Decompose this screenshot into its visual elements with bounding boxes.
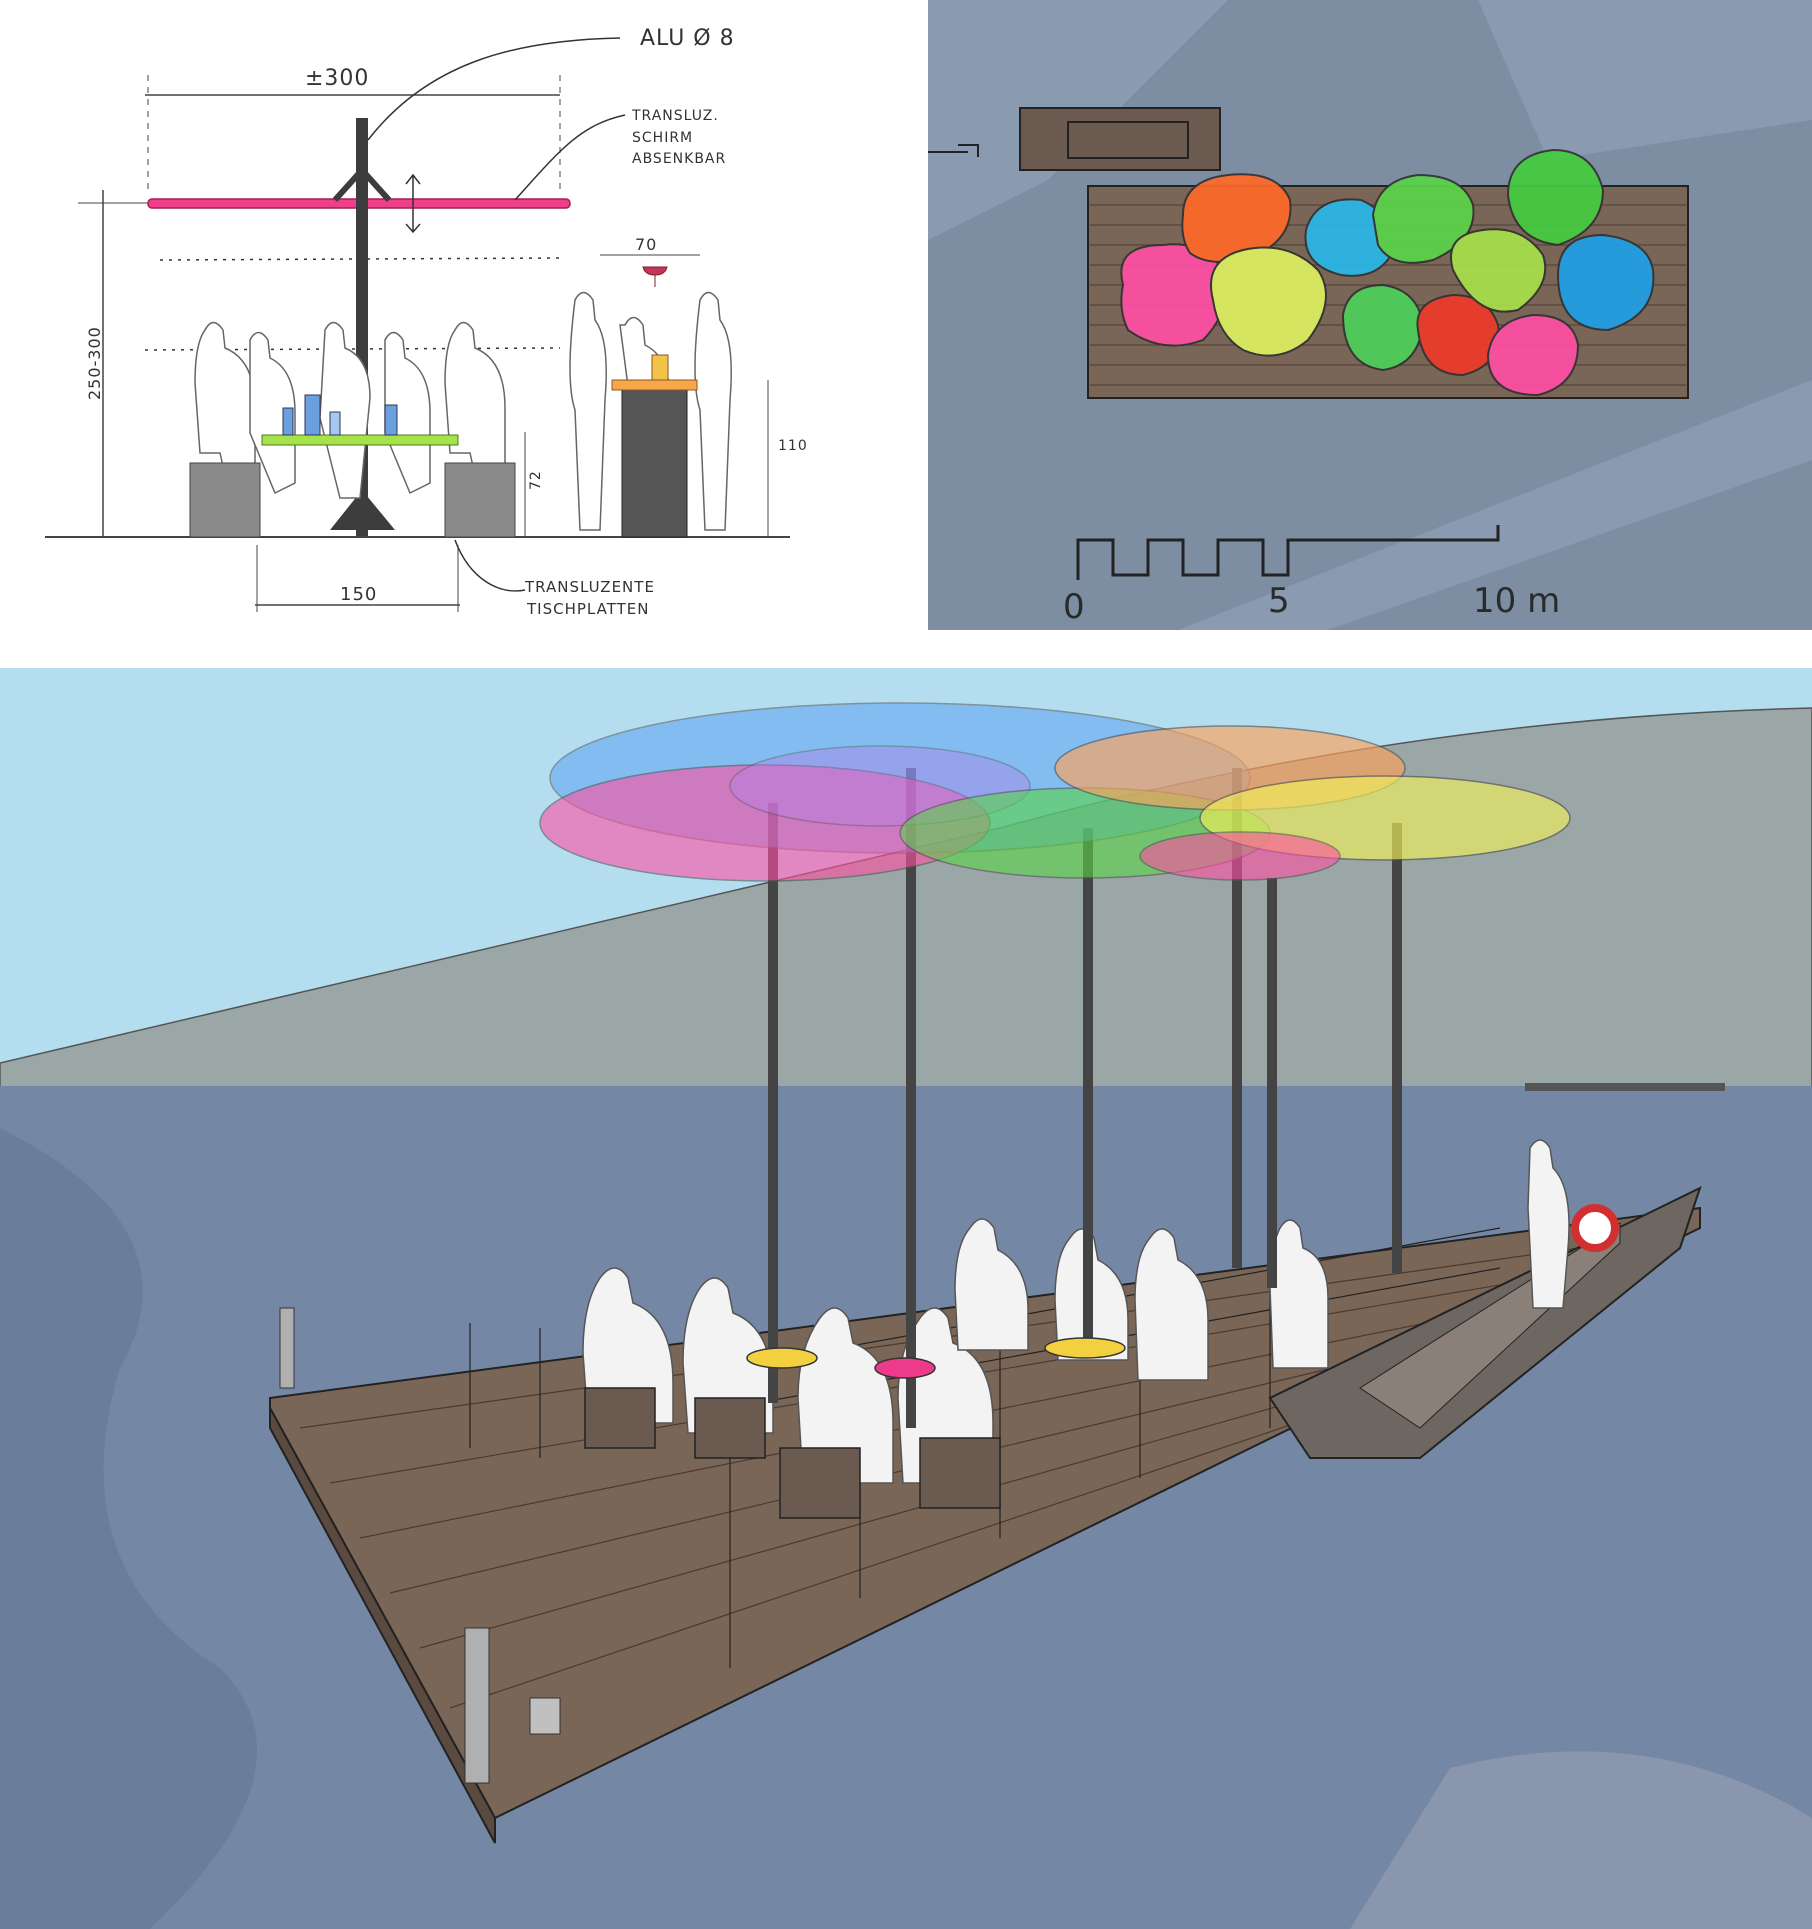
canopy-label-1: TRANSLUZ. [631,108,719,124]
table-label-2: TISCHPLATTEN [526,600,649,618]
scale-label-10: 10 m [1473,581,1560,621]
umbrellas [539,702,1571,882]
bar-table-top [611,379,698,391]
perspective-scene [0,702,1812,1929]
seated-people [194,321,506,500]
bar-table [621,384,688,538]
dim-table-height: 72 [528,470,544,490]
table-label-1: TRANSLUZENTE [524,578,655,596]
canopy-label-3: ABSENKBAR [632,151,726,167]
stool-right [444,462,516,538]
section-drawing: ±300 250-300 ALU Ø 8 TRANSLUZ. SCHIRM AB… [0,0,928,630]
life-ring [1571,1204,1619,1252]
plan-drawing: 0 5 10 m [928,0,1812,630]
dim-width-label: ±300 [305,66,369,91]
perspective-rendering [0,668,1812,1929]
table-top [261,434,459,446]
scale-bar [1076,525,1500,580]
dim-table-width: 150 [340,584,377,605]
pole-label: ALU Ø 8 [640,26,735,51]
plan-boat [1019,107,1221,171]
scale-label-0: 0 [1063,587,1085,627]
section-sketch: ±300 250-300 ALU Ø 8 TRANSLUZ. SCHIRM AB… [45,26,808,618]
dim-bar-width: 70 [635,235,657,254]
canopy-label-2: SCHIRM [632,130,693,146]
bollard [464,1627,490,1784]
plan-canopies [1120,148,1655,397]
dim-height-label: 250-300 [85,326,104,400]
stool-left [189,462,261,538]
plan-sketch: 0 5 10 m [928,0,1812,630]
umbrella-pink-small [1139,831,1341,881]
dim-bar-height: 110 [778,438,808,454]
scale-label-5: 5 [1268,581,1290,621]
